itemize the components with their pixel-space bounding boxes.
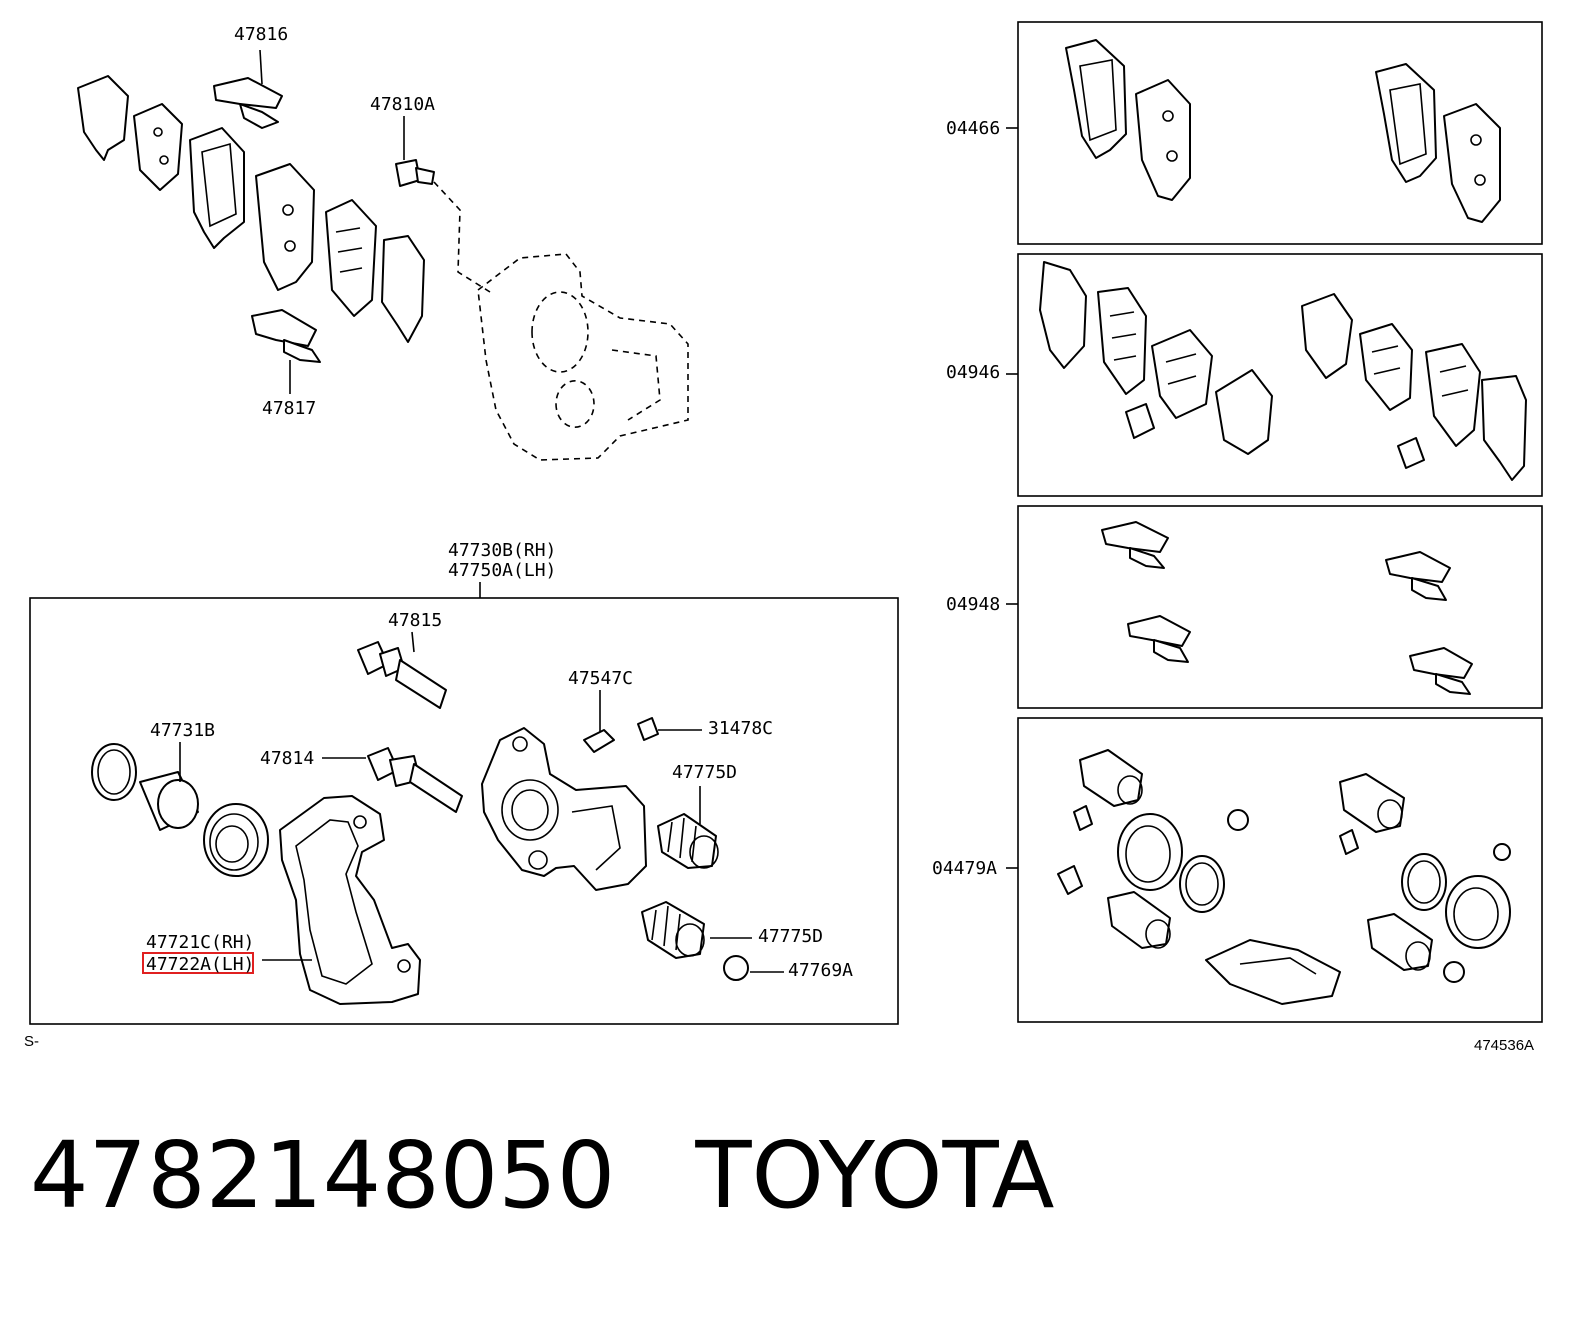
label-31478c: 31478C <box>708 718 773 739</box>
label-caliper-lh: 47750A(LH) <box>448 560 556 581</box>
kit-04479a-seals <box>1057 749 1511 1005</box>
kit-04466-pads <box>1065 39 1501 223</box>
kit-label-04948: 04948 <box>946 594 1000 615</box>
pad-shim-3 <box>325 199 377 317</box>
parts-diagram: 47816 47817 47810A 47730B(RH) 47750A(LH)… <box>24 21 1543 1054</box>
brake-pad-1 <box>189 127 245 249</box>
pad-shim-outer <box>77 75 129 161</box>
kit-box-04948 <box>1017 505 1543 709</box>
highlight-box <box>142 952 254 974</box>
label-caliper-rh: 47730B(RH) <box>448 540 556 561</box>
caliper-assembly-box <box>29 597 899 1025</box>
bleeder-47547c <box>583 690 615 753</box>
caliper-bracket <box>262 795 421 1005</box>
pin-47814 <box>322 747 463 813</box>
pin-47815 <box>357 631 447 709</box>
label-47814: 47814 <box>260 748 314 769</box>
cap-31478c <box>637 717 702 741</box>
clip-47816 <box>213 49 283 129</box>
piston <box>139 742 199 831</box>
label-47722a: 47722A(LH) <box>146 954 254 975</box>
clip-47817 <box>251 309 321 394</box>
part-number: 4782148050 <box>30 1122 616 1229</box>
reference-code: 474536A <box>1474 1037 1534 1054</box>
brake-pad-2 <box>255 163 315 291</box>
pad-shim-4 <box>381 235 425 343</box>
bolt-47810a <box>395 116 491 293</box>
dust-boot <box>203 803 269 877</box>
seal-ring-47731b <box>91 743 137 801</box>
corner-mark: S- <box>24 1033 39 1050</box>
caliper-phantom <box>477 253 689 461</box>
label-47816: 47816 <box>234 24 288 45</box>
label-47775d-bottom: 47775D <box>758 926 823 947</box>
label-47547c: 47547C <box>568 668 633 689</box>
kit-04946-shims <box>1039 261 1527 481</box>
kit-label-04946: 04946 <box>946 362 1000 383</box>
kit-box-04479a <box>1017 717 1543 1023</box>
label-47769a: 47769A <box>788 960 853 981</box>
boot-47775d-bottom <box>641 901 752 959</box>
pad-shim-inner <box>133 103 183 191</box>
caliper-body <box>481 727 647 891</box>
kit-box-04946 <box>1017 253 1543 497</box>
label-47775d-top: 47775D <box>672 762 737 783</box>
brand-name: TOYOTA <box>695 1122 1055 1229</box>
label-47810a: 47810A <box>370 94 435 115</box>
label-47731b: 47731B <box>150 720 215 741</box>
label-47721c: 47721C(RH) <box>146 932 254 953</box>
kit-box-04466 <box>1017 21 1543 245</box>
kit-04948-clips <box>1101 521 1473 695</box>
kit-label-04466: 04466 <box>946 118 1000 139</box>
kit-label-04479a: 04479A <box>932 858 997 879</box>
label-47815: 47815 <box>388 610 442 631</box>
cap-47769a <box>723 955 784 981</box>
label-47817: 47817 <box>262 398 316 419</box>
boot-47775d-top <box>657 786 719 869</box>
